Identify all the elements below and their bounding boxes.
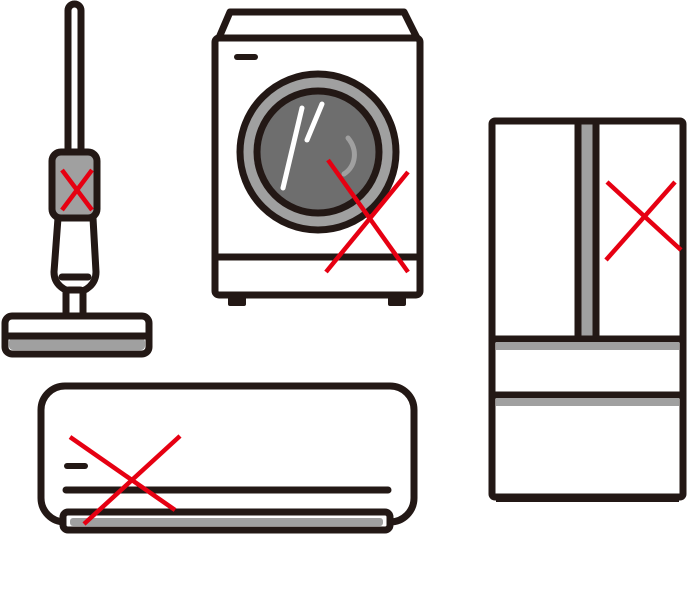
x-mark-washer bbox=[324, 158, 410, 274]
stick-vacuum-icon bbox=[1, 0, 153, 358]
air-conditioner-icon bbox=[37, 382, 418, 534]
refrigerator-icon bbox=[488, 117, 687, 502]
x-mark-fridge bbox=[604, 180, 683, 262]
x-mark-vacuum bbox=[60, 168, 94, 212]
washing-machine-icon bbox=[211, 8, 424, 306]
x-mark-air-conditioner bbox=[68, 434, 182, 526]
